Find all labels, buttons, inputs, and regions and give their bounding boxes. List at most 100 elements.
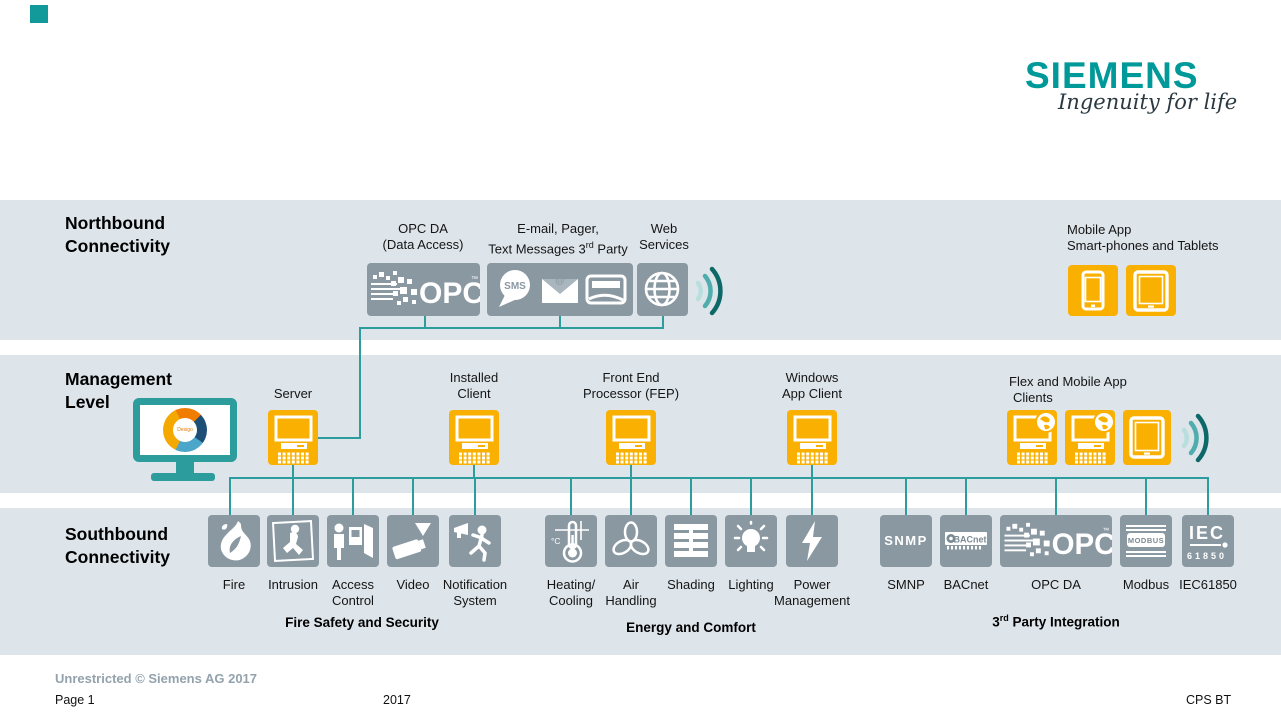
access-control-tile	[327, 515, 379, 567]
notification-icon	[454, 523, 491, 562]
fep-line2: Processor (FEP)	[582, 386, 680, 401]
mobile-app-label-line2: Smart-phones and Tablets	[1067, 238, 1219, 253]
server-tile	[268, 410, 318, 465]
svg-text:61850: 61850	[1187, 551, 1227, 561]
pager-icon	[585, 274, 627, 305]
svg-text:SMS: SMS	[504, 281, 526, 292]
connector	[292, 477, 294, 515]
fep-tile	[606, 410, 656, 465]
item-label-shading: Shading	[667, 577, 715, 592]
svg-text:OPC: OPC	[1052, 528, 1112, 561]
monitor-base	[151, 473, 215, 481]
fire-tile	[208, 515, 260, 567]
item-label-bacnet: BACnet	[943, 577, 989, 592]
intrusion-tile	[267, 515, 319, 567]
opc-logo-icon: OPC ™	[1004, 522, 1115, 561]
footer-year: 2017	[383, 693, 411, 707]
web-services-label: Web Services	[619, 221, 709, 253]
monitor-stand	[176, 462, 194, 474]
fep-label: Front End Processor (FEP)	[551, 370, 711, 402]
computer-icon	[793, 415, 832, 464]
connector	[630, 477, 632, 515]
svg-text:°C: °C	[551, 536, 561, 546]
flex-client-tile	[1065, 410, 1115, 465]
email-icon: @	[542, 275, 578, 303]
installed-client-tile	[449, 410, 499, 465]
web-services-tile	[637, 263, 688, 316]
management-title-line2: Level	[65, 392, 110, 412]
connector	[359, 327, 361, 439]
item-label-iec61850: IEC61850	[1179, 577, 1237, 592]
slide-accent-square	[30, 5, 48, 23]
snmp-logo-icon: SNMP	[884, 533, 926, 548]
light-bulb-icon	[733, 520, 769, 552]
southbound-title: Southbound Connectivity	[65, 523, 170, 569]
computer-icon	[612, 415, 651, 464]
computer-globe-icon	[1071, 411, 1115, 464]
wireless-waves-icon	[695, 266, 723, 316]
svg-text:BACnet: BACnet	[954, 535, 987, 545]
management-title-line1: Management	[65, 369, 172, 389]
fep-line1: Front End	[602, 370, 660, 385]
connector	[750, 477, 752, 515]
video-tile	[387, 515, 439, 567]
connector	[317, 437, 361, 439]
flex-clients-line1: Flex and Mobile App	[1009, 374, 1127, 389]
tablet-icon	[1133, 270, 1169, 312]
globe-icon	[644, 271, 680, 307]
shading-tile	[665, 515, 717, 567]
connector	[811, 477, 813, 515]
group-label-third-party: 3rd Party Integration	[992, 613, 1120, 630]
connector	[630, 464, 632, 477]
comm-icons: SMS @	[499, 270, 627, 307]
item-label-heating-cooling: Heating/Cooling	[546, 577, 596, 608]
desigo-wheel-label: Desigo	[173, 418, 197, 442]
item-label-intrusion: Intrusion	[268, 577, 318, 592]
server-label: Server	[273, 386, 313, 401]
access-control-icon	[334, 523, 373, 560]
email-pager-label-line2: Text Messages 3rd Party	[488, 240, 628, 257]
bacnet-tile: BACnet	[940, 515, 992, 567]
intrusion-icon	[271, 519, 315, 563]
mobile-app-label-line1: Mobile App	[1067, 222, 1132, 237]
video-camera-icon	[392, 523, 431, 560]
modbus-logo-icon: MODBUS	[1126, 525, 1166, 557]
northbound-title: Northbound Connectivity	[65, 212, 170, 258]
connector	[1145, 477, 1147, 515]
opc-tile: OPC ™	[367, 263, 484, 316]
connector	[474, 477, 476, 515]
wireless-waves-icon	[1181, 413, 1209, 463]
southbound-title-line2: Connectivity	[65, 547, 171, 567]
installed-client-line2: Client	[457, 386, 491, 401]
item-label-modbus: Modbus	[1122, 577, 1170, 592]
item-label-smnp: SMNP	[887, 577, 925, 592]
smartphone-icon	[1081, 270, 1105, 311]
connector	[352, 477, 354, 515]
northbound-bus	[359, 327, 664, 329]
tablet-icon	[1129, 416, 1165, 459]
footer-org: CPS BT	[1186, 693, 1232, 707]
windows-client-label: Windows App Client	[742, 370, 882, 402]
snmp-tile: SNMP	[880, 515, 932, 567]
svg-text:OPC: OPC	[419, 277, 480, 310]
fire-icon	[220, 521, 251, 561]
modbus-tile: MODBUS	[1120, 515, 1172, 567]
item-label-lighting: Lighting	[728, 577, 774, 592]
group-label-fire-safety: Fire Safety and Security	[285, 615, 439, 630]
footer-classification: Unrestricted © Siemens AG 2017	[55, 671, 258, 686]
item-label-video: Video	[396, 577, 430, 592]
svg-text:™: ™	[1103, 528, 1110, 535]
iec61850-tile: IEC 61850	[1182, 515, 1234, 567]
mobile-app-label: Mobile App Smart-phones and Tablets	[1067, 222, 1267, 254]
connector	[1055, 477, 1057, 515]
opc-da-tile: OPC ™	[1000, 515, 1115, 567]
connector	[424, 316, 426, 328]
bacnet-logo-icon: BACnet	[945, 532, 987, 550]
lightning-bolt-icon	[802, 521, 822, 561]
blinds-icon	[674, 524, 708, 557]
footer-page-number: Page 1	[55, 693, 95, 707]
opc-da-label-line2: (Data Access)	[382, 237, 464, 252]
opc-da-label: OPC DA (Data Access)	[353, 221, 493, 253]
